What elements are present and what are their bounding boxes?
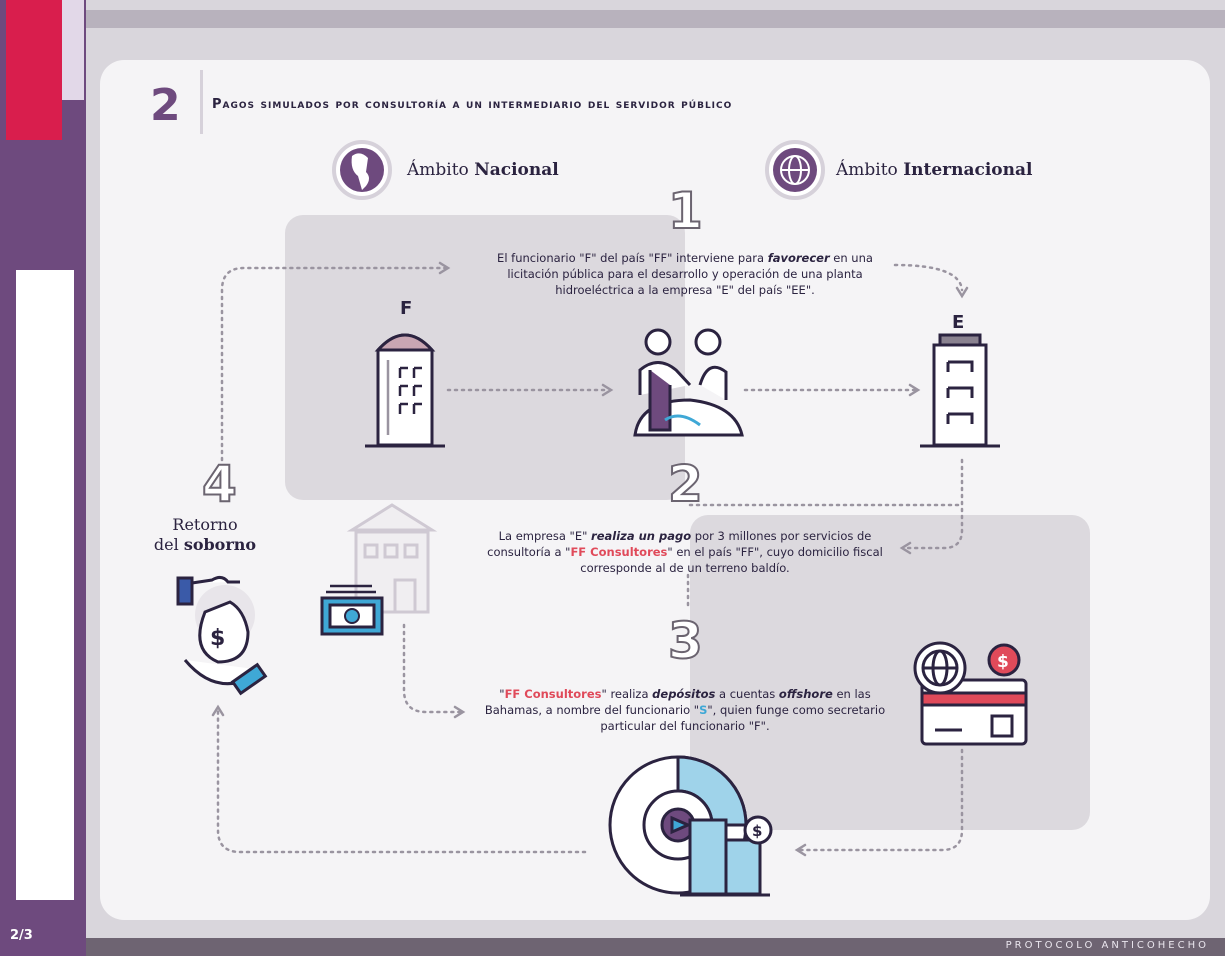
step-1-text-emphasis: favorecer: [767, 251, 830, 265]
international-area: [690, 515, 1090, 830]
top-band: [86, 10, 1225, 28]
globe-icon: [765, 140, 825, 200]
step-4-line2-bold: soborno: [183, 535, 257, 554]
sidebar-accent: [6, 0, 62, 140]
money-bag-hand-icon: $: [176, 575, 268, 696]
step-4-line1: Retorno: [172, 515, 238, 534]
step-3-text-company: FF Consultores: [504, 687, 602, 701]
step-2-text-company: FF Consultores: [570, 545, 668, 559]
step-2-number: 2: [667, 454, 704, 514]
cash-icon: [320, 584, 384, 636]
svg-text:$: $: [752, 822, 762, 840]
credit-card-globe-icon: $: [913, 641, 1028, 746]
page-title: Pagos simulados por consultoría a un int…: [212, 97, 733, 112]
step-3-text-offshore: offshore: [778, 687, 833, 701]
scope-internacional-prefix: Ámbito: [836, 160, 904, 180]
step-1-number: 1: [667, 181, 704, 241]
step-2-text: La empresa "E" realiza un pago por 3 mil…: [470, 528, 900, 576]
svg-text:$: $: [997, 652, 1009, 672]
scope-nacional-prefix: Ámbito: [407, 160, 475, 180]
step-4-number: 4: [201, 454, 238, 514]
step-4-line2-prefix: del: [153, 535, 184, 554]
city-chart-icon: $: [608, 755, 773, 897]
step-3-text-b: " realiza: [601, 687, 653, 701]
step-3-text-a: ": [499, 687, 505, 701]
step-2-text-b: por 3 millones por servicios de consulto…: [487, 529, 872, 559]
step-1-text-b: en una licitación pública para el desarr…: [507, 251, 873, 297]
national-area: [285, 215, 685, 500]
bottom-band: [86, 938, 1225, 956]
svg-text:$: $: [210, 626, 225, 651]
step-3-text-d: en las Bahamas, a nombre del funcionario…: [484, 687, 871, 717]
scope-internacional: Ámbito Internacional: [836, 160, 1032, 180]
step-3-number: 3: [667, 611, 704, 671]
scope-internacional-bold: Internacional: [903, 160, 1033, 180]
step-3-text-e: ", quien funge como secretario particula…: [600, 703, 886, 733]
step-2-text-c: " en el país "FF", cuyo domicilio fiscal…: [580, 545, 883, 575]
step-3-text-c: a cuentas: [715, 687, 779, 701]
sidebar-accent-light: [62, 0, 84, 100]
building-e-label: E: [952, 312, 965, 333]
bank-icon: [346, 503, 438, 614]
footer-text: PROTOCOLO ANTICOHECHO: [1005, 940, 1209, 951]
title-divider: [200, 70, 203, 134]
step-2-text-emphasis: realiza un pago: [591, 529, 692, 543]
page-number: 2/3: [10, 928, 33, 943]
step-3-text-emphasis: depósitos: [652, 687, 716, 701]
scope-nacional: Ámbito Nacional: [407, 160, 559, 180]
left-sidebar: 2/3: [0, 0, 86, 956]
step-1-text-a: El funcionario "F" del país "FF" intervi…: [497, 251, 768, 265]
step-3-text-s: S: [699, 703, 708, 717]
building-f-label: F: [400, 298, 413, 319]
sidebar-panel: [16, 270, 74, 900]
step-3-text: "FF Consultores" realiza depósitos a cue…: [470, 686, 900, 734]
step-1-text: El funcionario "F" del país "FF" intervi…: [470, 250, 900, 298]
handshake-icon: [633, 328, 744, 437]
building-f-icon: [365, 333, 445, 448]
scope-nacional-bold: Nacional: [474, 160, 559, 180]
section-number: 2: [150, 80, 181, 131]
building-e-icon: [920, 333, 1000, 448]
step-2-text-a: La empresa "E": [498, 529, 592, 543]
globe-americas-icon: [332, 140, 392, 200]
step-4-text: Retorno del soborno: [150, 515, 260, 555]
